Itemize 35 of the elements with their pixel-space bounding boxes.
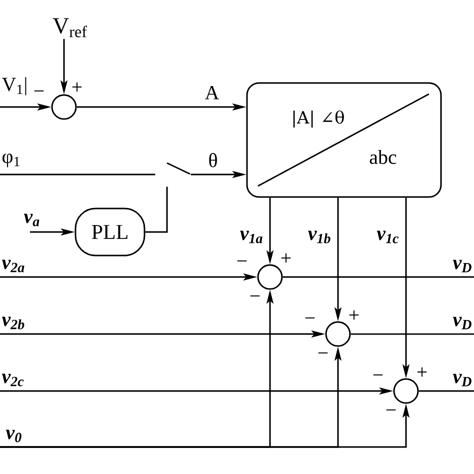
polarity-sign: −: [318, 352, 328, 354]
connector-line: [145, 186, 168, 233]
polarity-sign: +: [72, 82, 82, 92]
process-box: PLL: [74, 208, 146, 256]
edge-label: v$_{2c}$: [2, 374, 24, 386]
edge-label: v$_{2a}$: [2, 260, 24, 272]
edge-label: v$_{1b}$: [308, 230, 330, 244]
polarity-sign: −: [373, 374, 383, 376]
edge-label: θ: [209, 153, 217, 168]
edge-label: v$_{a}$: [24, 214, 40, 226]
edge-label: φ$_{1}$: [2, 154, 20, 168]
connector-line: [350, 333, 474, 335]
edge-label: v$_{2b}$: [2, 316, 24, 330]
connector-line: [0, 174, 156, 176]
transform-block: |A| ∠θ abc: [246, 82, 442, 198]
polarity-sign: −: [250, 295, 260, 296]
polarity-sign: +: [349, 310, 359, 320]
signal-label: V$_{ref}$: [52, 18, 87, 38]
edge-label: v$_{D}$: [452, 316, 472, 330]
connector-line: [282, 276, 474, 278]
polarity-sign: −: [305, 317, 315, 318]
edge-label: v$_{0}$: [6, 430, 22, 442]
switch-symbol: [166, 162, 190, 175]
polarity-sign: +: [281, 253, 291, 263]
polarity-sign: +: [417, 367, 427, 377]
polarity-sign: −: [34, 90, 44, 92]
edge-label: V$_{1}$|: [2, 77, 26, 96]
edge-label: v$_{1c}$: [376, 230, 399, 244]
edge-label: v$_{1a}$: [240, 230, 262, 244]
edge-label: v$_{D}$: [452, 374, 472, 386]
polarity-sign: −: [386, 409, 396, 410]
edge-label: A: [204, 86, 220, 100]
connector-line: [418, 390, 474, 392]
edge-label: v$_{D}$: [452, 260, 472, 272]
polarity-sign: −: [237, 260, 247, 262]
